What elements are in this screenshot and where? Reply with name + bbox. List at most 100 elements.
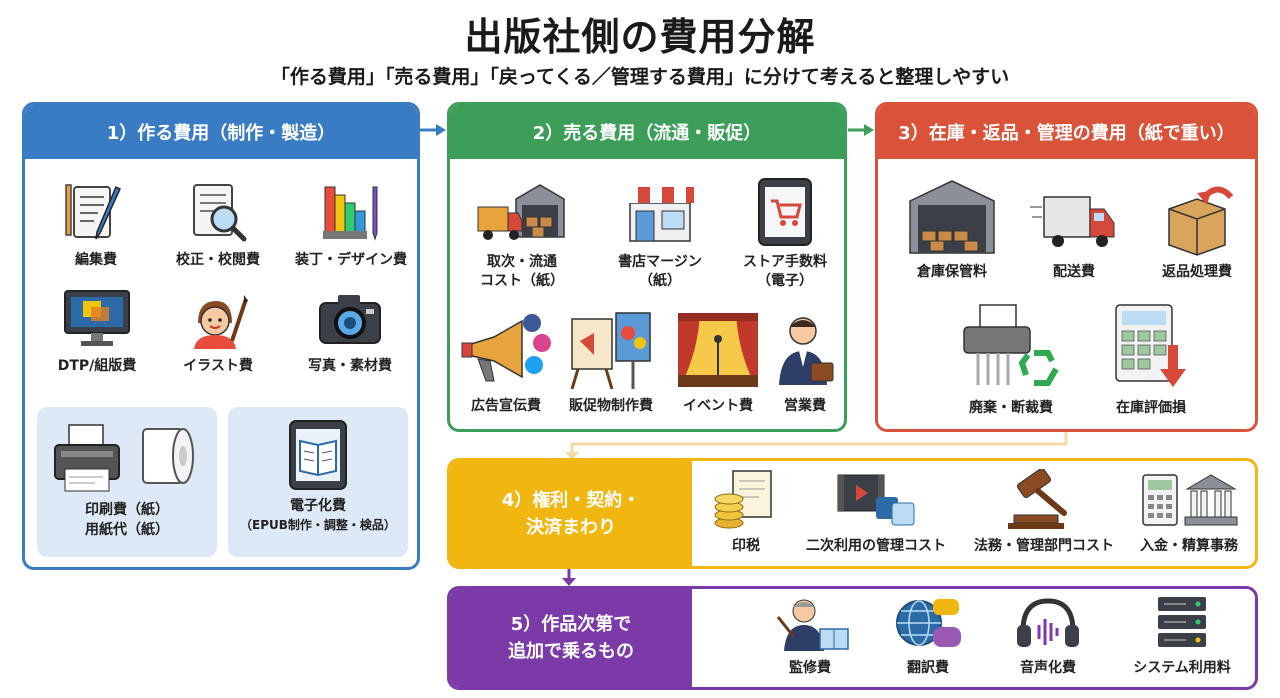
stock-item-label: 返品処理費 [1162, 264, 1232, 280]
stage-icon [678, 313, 758, 387]
sell-item-advertising: 広告宣伝費 [456, 311, 556, 416]
bookstore-icon [626, 187, 694, 242]
extra-item-label: 監修費 [789, 660, 831, 676]
make-item-editing: 編集費 [51, 181, 141, 270]
make-item-label: 写真・素材費 [308, 358, 392, 374]
store-tablet-icon [758, 178, 812, 246]
print-cost-label-1: 印刷費（紙） [85, 502, 169, 518]
extra-item-label: 翻訳費 [907, 660, 949, 676]
rights-item-secondary-use: 二次利用の管理コスト [796, 469, 956, 556]
stock-item-label: 廃棄・断裁費 [969, 400, 1053, 416]
stock-cost-panel: 3）在庫・返品・管理の費用（紙で重い） 倉庫保管料 配送費 [875, 102, 1258, 432]
make-item-illustration: イラスト費 [173, 287, 263, 376]
make-item-label: DTP/組版費 [57, 358, 137, 374]
stock-cost-header: 3）在庫・返品・管理の費用（紙で重い） [878, 105, 1255, 159]
arrow-make-to-sell [420, 124, 446, 136]
rights-cost-header: 4）権利・契約・ 決済まわり [450, 461, 692, 566]
return-box-icon [1168, 186, 1234, 256]
headphones-icon [1017, 598, 1079, 647]
camera-icon [319, 295, 381, 344]
stock-item-warehouse: 倉庫保管料 [892, 177, 1012, 282]
page-title: 出版社側の費用分解 [464, 15, 816, 59]
stock-item-delivery: 配送費 [1024, 177, 1124, 282]
supervisor-icon [776, 599, 849, 651]
extra-item-translation: 翻訳費 [878, 595, 978, 678]
sell-item-sales: 営業費 [766, 311, 844, 416]
loss-calculator-icon [1115, 304, 1186, 387]
rights-item-label: 印税 [732, 538, 760, 554]
stock-item-return: 返品処理費 [1142, 177, 1252, 282]
delivery-truck-icon [1030, 196, 1115, 247]
sell-item-label-1: 取次・流通 [487, 254, 557, 270]
ebook-cost-box: 電子化費 （EPUB制作・調整・検品） [228, 407, 408, 557]
bank-calculator-icon [1142, 474, 1238, 526]
rights-header-line-1: 4）権利・契約・ [501, 489, 641, 511]
gavel-icon [1008, 469, 1067, 529]
ebook-tablet-icon [289, 420, 347, 490]
rights-header-line-2: 決済まわり [526, 516, 616, 538]
sell-item-label-1: 営業費 [784, 398, 826, 414]
sell-item-label-2: （電子） [757, 272, 813, 289]
sell-item-label-1: ストア手数料 [743, 254, 827, 270]
page-subtitle: 「作る費用」「売る費用」「戻ってくる／管理する費用」に分けて考えると整理しやすい [270, 66, 1010, 88]
rights-item-label: 法務・管理部門コスト [974, 538, 1114, 554]
extra-cost-panel: 5）作品次第で 追加で乗るもの 監修費 翻訳費 [447, 586, 1258, 690]
ebook-cost-label-2: （EPUB制作・調整・検品） [240, 517, 396, 532]
rights-item-settlement: 入金・精算事務 [1128, 469, 1250, 556]
arrow-stock-to-rights [565, 432, 1068, 460]
stock-item-label: 配送費 [1053, 264, 1095, 280]
shredder-icon [963, 304, 1059, 386]
rights-item-label: 入金・精算事務 [1140, 538, 1238, 554]
make-cost-header: 1）作る費用（制作・製造） [25, 105, 417, 159]
sell-item-label-1: 販促物制作費 [569, 398, 653, 414]
rights-item-label: 二次利用の管理コスト [806, 538, 946, 554]
warehouse-icon [909, 180, 995, 254]
editing-pen-icon [65, 184, 121, 240]
sell-item-label-1: 広告宣伝費 [471, 398, 541, 414]
illustrator-icon [194, 295, 248, 349]
color-swatch-icon [323, 186, 378, 241]
globe-translate-icon [896, 599, 961, 647]
ebook-cost-label-1: 電子化費 [290, 498, 346, 514]
make-item-dtp: DTP/組版費 [47, 287, 147, 376]
monitor-icon [64, 290, 130, 346]
rights-item-royalty: 印税 [706, 469, 786, 556]
sell-item-label-1: イベント費 [683, 398, 753, 414]
sell-item-event: イベント費 [668, 311, 768, 416]
extra-item-audio: 音声化費 [998, 595, 1098, 678]
sell-item-label-1: 書店マージン [618, 254, 702, 270]
server-icon [1158, 597, 1206, 647]
make-item-label: 装丁・デザイン費 [295, 252, 407, 268]
extra-item-label: 音声化費 [1020, 660, 1076, 676]
sell-item-store-fee: ストア手数料 （電子） [730, 177, 840, 291]
sell-item-bookstore: 書店マージン （紙） [600, 177, 720, 291]
extra-header-line-1: 5）作品次第で [510, 614, 632, 635]
printer-icon [54, 424, 194, 492]
print-cost-label-2: 用紙代（紙） [85, 521, 169, 538]
sell-item-label-2: コスト（紙） [480, 272, 564, 289]
make-item-label: イラスト費 [183, 358, 253, 374]
media-translate-icon [837, 474, 915, 526]
extra-item-system: システム利用料 [1114, 595, 1250, 678]
sell-item-promo-materials: 販促物制作費 [556, 311, 666, 416]
royalty-coins-icon [714, 470, 772, 529]
megaphone-icon [461, 314, 551, 382]
extra-item-supervision: 監修費 [760, 595, 860, 678]
print-cost-box: 印刷費（紙） 用紙代（紙） [37, 407, 217, 557]
stock-item-disposal: 廃棄・断裁費 [946, 301, 1076, 418]
sell-item-distribution: 取次・流通 コスト（紙） [462, 177, 582, 291]
rights-cost-panel: 4）権利・契約・ 決済まわり 印税 二次利用の管理コスト [447, 458, 1258, 569]
stock-item-valuation-loss: 在庫評価損 [1086, 301, 1216, 418]
rights-item-legal: 法務・管理部門コスト [964, 469, 1124, 556]
sell-cost-panel: 2）売る費用（流通・販促） 取次・流通 コスト（紙） 書店マージン （紙） [447, 102, 847, 432]
poster-icon [570, 312, 651, 390]
make-cost-panel: 1）作る費用（制作・製造） 編集費 校正・校閲費 [22, 102, 420, 570]
make-item-label: 編集費 [75, 252, 117, 268]
make-item-label: 校正・校閲費 [176, 252, 260, 268]
proofread-magnifier-icon [193, 184, 247, 242]
distribution-truck-icon [477, 184, 565, 240]
arrow-rights-to-extra [562, 569, 576, 586]
make-item-proofreading: 校正・校閲費 [163, 181, 273, 270]
make-item-design: 装丁・デザイン費 [291, 181, 411, 270]
stock-item-label: 倉庫保管料 [917, 264, 987, 280]
